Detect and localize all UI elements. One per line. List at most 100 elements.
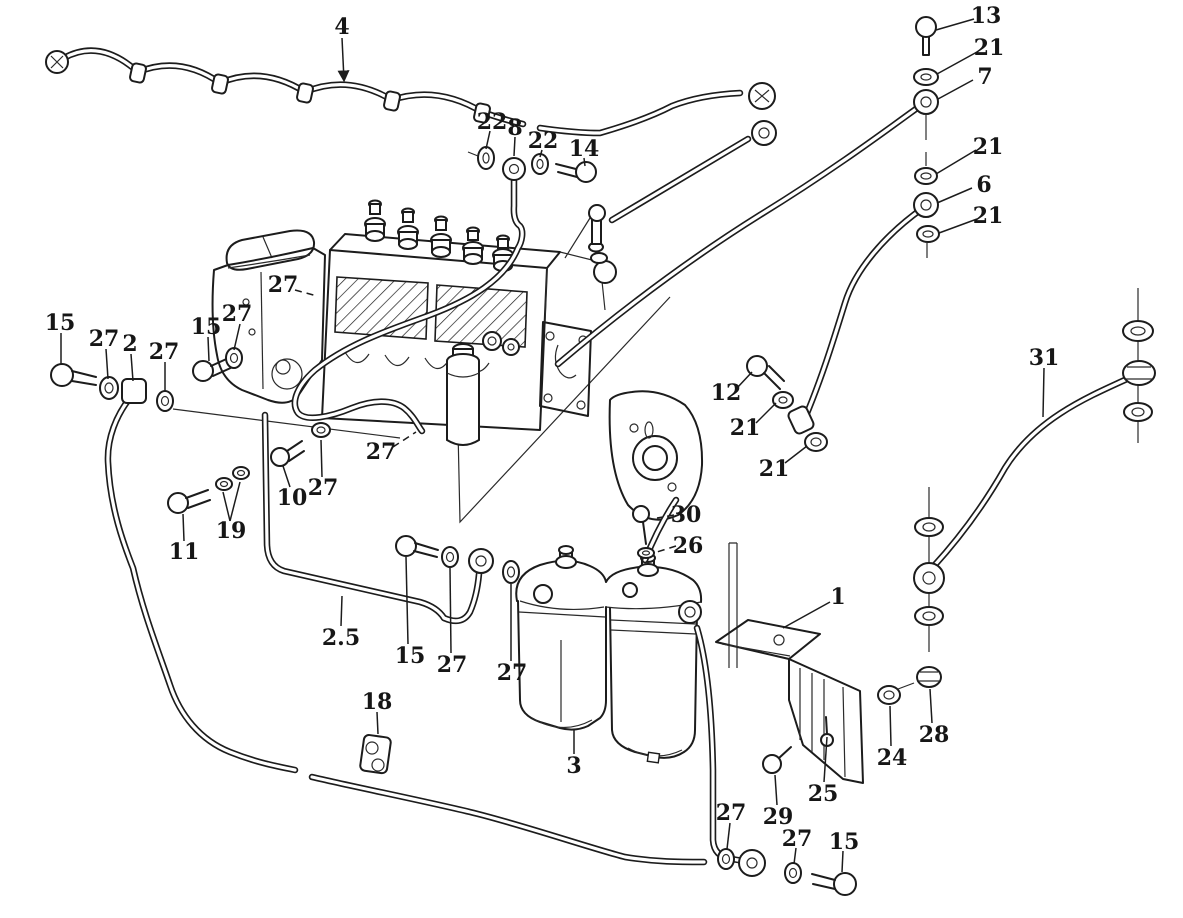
callout-3-34: 3 [566, 753, 581, 779]
washer-27 [156, 390, 174, 412]
washer-27 [784, 862, 802, 884]
mounting-bracket [715, 619, 864, 784]
clamp-block-18 [359, 734, 392, 775]
callout-29-39: 29 [763, 804, 794, 830]
leader-line-27 [320, 439, 323, 478]
callout-27-20: 27 [222, 301, 253, 327]
nut-28 [916, 666, 942, 688]
bolt-30 [632, 505, 650, 545]
bolt-15 [811, 872, 857, 896]
leader-line-21 [755, 402, 777, 424]
washer-22 [477, 146, 495, 170]
leader-line-13 [935, 18, 975, 31]
rear-flange [539, 217, 606, 417]
washer [1122, 320, 1154, 342]
callout-28-37: 28 [919, 722, 950, 748]
pipe-6-lug [787, 405, 815, 435]
washer-27 [99, 376, 119, 400]
bolt-14 [555, 161, 597, 183]
callout-15-42: 15 [829, 829, 860, 855]
leader-line-8 [513, 136, 516, 157]
callout-25-38: 25 [808, 781, 839, 807]
leader-line-7 [937, 79, 974, 100]
washer-27 [311, 422, 331, 438]
washer-21 [916, 225, 940, 243]
callout-7-7: 7 [977, 64, 992, 90]
pipe-6 [801, 204, 927, 422]
pipe-end-elbow [738, 849, 766, 877]
callout-21-14: 21 [759, 456, 790, 482]
washer-24 [877, 685, 901, 705]
callout-2-17: 2 [122, 331, 137, 357]
callout-27-41: 27 [782, 826, 813, 852]
leader-line-28 [929, 688, 933, 724]
banjo-31 [913, 562, 945, 594]
callout-27-21: 27 [268, 272, 299, 298]
leader-line-27 [449, 567, 452, 654]
callout-4-0: 4 [334, 14, 349, 40]
callout-27-32: 27 [497, 660, 528, 686]
callout-8-2: 8 [507, 115, 522, 141]
callout-27-18: 27 [149, 339, 180, 365]
callout-27-16: 27 [89, 326, 120, 352]
callout-13-5: 13 [971, 3, 1002, 29]
overflow-elbow-8-pipe [293, 179, 524, 433]
washer-22 [531, 153, 549, 175]
leader-line-27 [793, 847, 797, 865]
leader-line-4 [337, 37, 350, 83]
washer [914, 606, 944, 626]
leader-line-29 [774, 774, 778, 806]
callout-22-3: 22 [528, 128, 559, 154]
leader-line-15 [405, 556, 409, 645]
bolt-11 [167, 489, 211, 514]
bolt-13 [915, 16, 937, 56]
leader-line-12 [736, 371, 753, 389]
callout-27-31: 27 [437, 652, 468, 678]
washer-27 [441, 546, 459, 568]
callout-31-11: 31 [1029, 345, 1060, 371]
bolt-15 [192, 355, 236, 382]
leader-line-22 [539, 149, 543, 158]
washer-26 [637, 547, 655, 559]
washer-27 [225, 347, 243, 369]
leader-line-21 [784, 445, 808, 464]
callout-15-30: 15 [395, 643, 426, 669]
filter-canister [517, 600, 607, 731]
filter-outlet-down-pipe [695, 626, 752, 863]
nut-21 [804, 432, 828, 452]
injection-pump-body [211, 199, 704, 521]
small-parts [45, 16, 1156, 896]
callout-18-33: 18 [362, 689, 393, 715]
leader-line-11 [182, 513, 185, 542]
leader-line-27 [233, 323, 241, 351]
leader-line-21 [938, 218, 978, 234]
pipe-31 [931, 377, 1129, 569]
long-supply-pipe-2 [104, 389, 708, 866]
washer-19 [215, 477, 233, 491]
leader-line-15 [841, 850, 844, 873]
governor-cover [225, 229, 316, 271]
banjo-6 [913, 192, 939, 218]
callout-12-12: 12 [711, 380, 742, 406]
callout-15-19: 15 [191, 314, 222, 340]
leader-line-10 [282, 465, 291, 488]
long-supply-pipe-2 [106, 391, 706, 864]
callout-2.5-29: 2.5 [322, 625, 360, 651]
callout-6-9: 6 [976, 172, 991, 198]
leader-line-15 [207, 336, 210, 362]
washer-19 [232, 466, 250, 480]
end-cover [608, 390, 704, 521]
washer [1123, 402, 1153, 422]
filter-canister [609, 607, 698, 759]
banjo-7 [913, 89, 939, 115]
bolt-15 [50, 363, 97, 387]
callout-1-35: 1 [830, 584, 845, 610]
leader-line-21 [936, 51, 978, 75]
pipe-7 [556, 104, 922, 366]
callout-11-25: 11 [169, 539, 200, 565]
bolt-15 [395, 535, 439, 558]
leader-line-27 [294, 289, 318, 297]
callout-27-24: 27 [308, 475, 339, 501]
washer-21 [914, 167, 938, 185]
